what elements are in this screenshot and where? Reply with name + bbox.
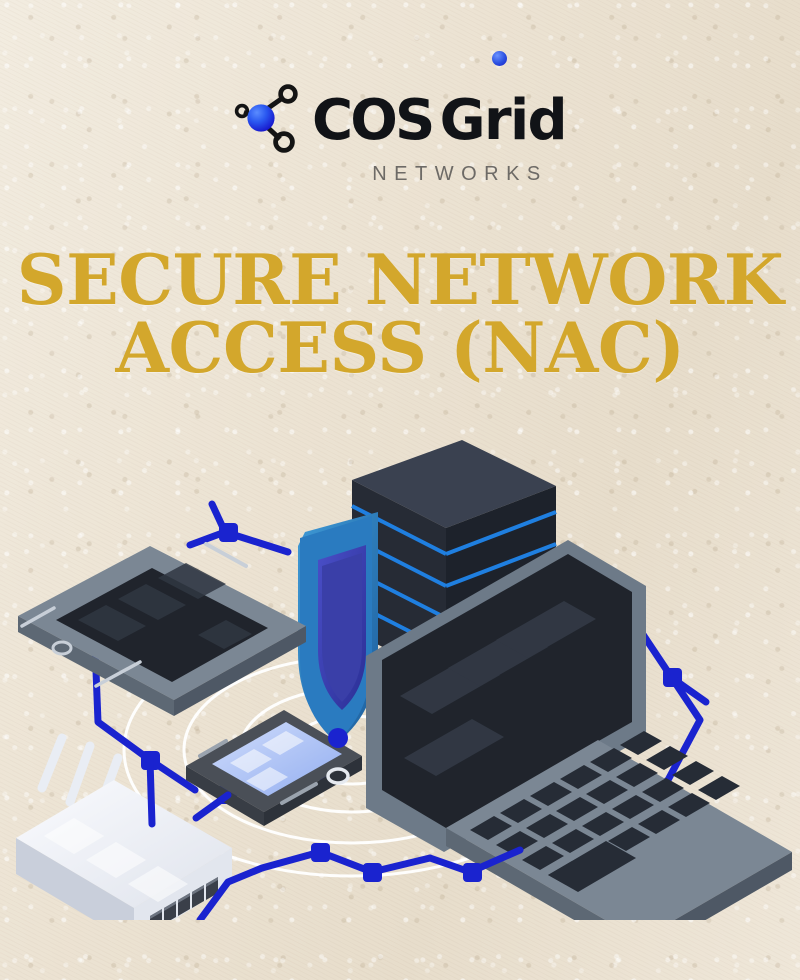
laptop-icon [366, 540, 792, 920]
brand-wordmark: COS Grid [311, 50, 568, 153]
tablet-icon [18, 542, 306, 716]
brand-lockup: COS Grid [234, 50, 568, 159]
brand-tagline: NETWORKS [372, 163, 548, 185]
shield-icon [298, 512, 378, 742]
page-title-line-2: ACCESS (NAC) [115, 307, 685, 389]
network-node-icon [234, 82, 302, 159]
wordmark-grid: Grid [440, 50, 568, 149]
laptop-keyboard [470, 731, 740, 892]
tablet-home-button-icon [51, 640, 73, 656]
network-connection-nodes-foreground [328, 728, 482, 882]
grid-i-dot-icon [491, 50, 507, 66]
smartphone-icon [186, 710, 362, 826]
wordmark-cos: COS [311, 87, 435, 153]
page-title: SECURE NETWORK ACCESS (NAC) [0, 240, 800, 389]
router-ethernet-ports [150, 877, 218, 920]
network-connection-path-foreground [146, 674, 710, 920]
wordmark-grid-text: Grid [439, 87, 568, 153]
brand-header: COS Grid NETWORKS [0, 50, 800, 186]
phone-home-button-icon [326, 767, 350, 785]
isometric-network-illustration [0, 420, 800, 920]
router-icon [16, 733, 232, 920]
page-title-line-1: SECURE NETWORK [16, 240, 784, 321]
